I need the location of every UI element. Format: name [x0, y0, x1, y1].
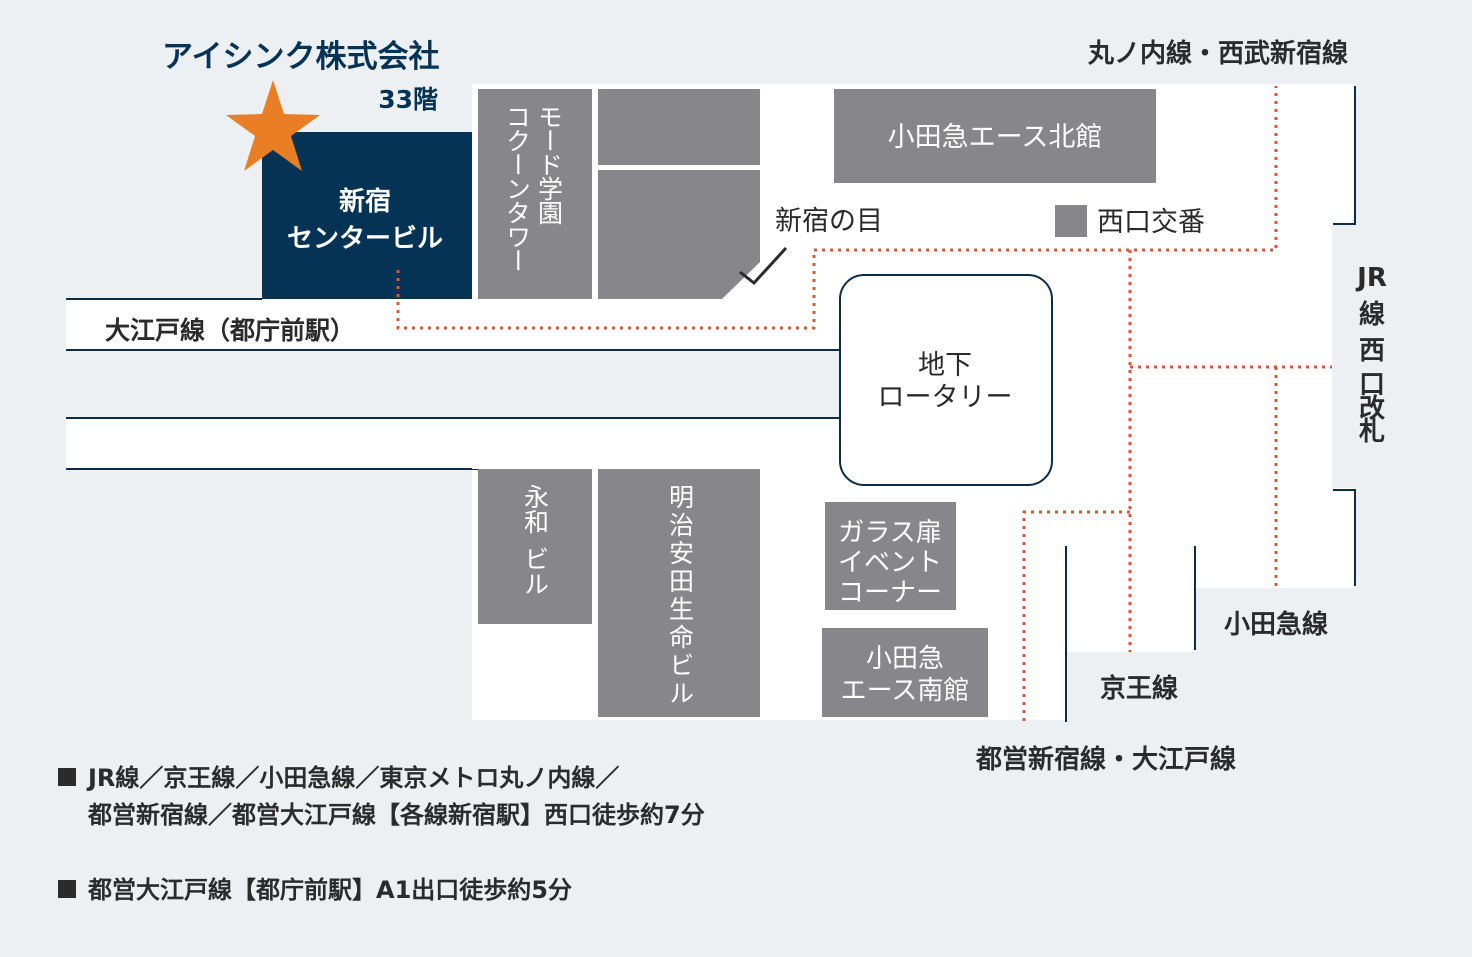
- odakyu-ace-south-building: [822, 628, 988, 717]
- koban-building: [1055, 205, 1087, 237]
- odakyu-ace-north-building: [834, 89, 1156, 183]
- access-notes: JR線／京王線／小田急線／東京メトロ丸ノ内線／ 都営新宿線／都営大江戸線【各線新…: [58, 760, 705, 909]
- access-note-line: 都営新宿線／都営大江戸線【各線新宿駅】西口徒歩約7分: [88, 801, 705, 829]
- glass-door-label-1: ガラス扉: [838, 518, 941, 548]
- rotary-label-1: 地下: [918, 350, 972, 381]
- glass-door-event-corner: [825, 502, 956, 610]
- access-note-shinjuku: JR線／京王線／小田急線／東京メトロ丸ノ内線／ 都営新宿線／都営大江戸線【各線新…: [58, 760, 705, 834]
- mode-gakuen-building: [478, 89, 592, 299]
- jr-label-sen: 線: [1359, 299, 1385, 330]
- jr-label: JR: [1355, 263, 1387, 293]
- underground-rotary: [839, 274, 1053, 486]
- jr-label-kai: 改: [1359, 393, 1385, 424]
- route-from-oedo: [396, 86, 1278, 330]
- rotary-label-2: ロータリー: [878, 382, 1013, 413]
- target-building-line1: 新宿: [339, 186, 391, 217]
- road-upper-connector: [560, 298, 860, 350]
- jr-wall-upper: [1333, 86, 1356, 225]
- oedo-road-lower-east: [472, 419, 842, 469]
- road-edges: [66, 86, 1356, 722]
- access-note-line: 都営大江戸線【都庁前駅】A1出口徒歩約5分: [88, 876, 572, 904]
- oedo-road-upper: [66, 298, 586, 350]
- gap-cover: [66, 351, 840, 417]
- block-north-b: [598, 170, 760, 299]
- buildings: [478, 89, 1156, 717]
- cocoon-tower-label: コクーンタワー: [503, 104, 532, 272]
- bullet-square-icon: [58, 875, 78, 905]
- eiwa-label-1: 永和: [521, 484, 550, 534]
- bullet-square-icon: [58, 763, 78, 793]
- target-building-line2: センタービル: [287, 224, 443, 254]
- odakyu-line-label: 小田急線: [1224, 609, 1328, 640]
- shinjuku-eye-label: 新宿の目: [775, 206, 883, 237]
- odakyu-ace-south-label-2: エース南館: [841, 676, 970, 706]
- glass-door-label-3: コーナー: [838, 578, 942, 608]
- meiji-yasuda-label: 明治安田生命ビル: [666, 484, 695, 708]
- meiji-yasuda-building: [598, 469, 760, 717]
- odakyu-ace-south-label-1: 小田急: [866, 644, 944, 674]
- odakyu-ace-north-label: 小田急エース北館: [888, 122, 1103, 153]
- route-to-toei: [1022, 510, 1130, 722]
- marunouchi-seibu-label: 丸ノ内線・西武新宿線: [1087, 38, 1348, 69]
- mode-gakuen-label: モード学園: [535, 104, 564, 225]
- jr-label-satsu: 札: [1359, 417, 1385, 447]
- star-icon: [226, 80, 320, 171]
- access-note-tochomae: 都営大江戸線【都庁前駅】A1出口徒歩約5分: [58, 872, 705, 909]
- jr-label-guchi: 口: [1359, 370, 1385, 400]
- toei-lines-label: 都営新宿線・大江戸線: [975, 744, 1236, 775]
- walking-route: [396, 86, 1332, 722]
- block-north-a: [598, 89, 760, 165]
- keio-line-label: 京王線: [1100, 673, 1178, 704]
- eiwa-label-2: ビル: [521, 546, 550, 596]
- company-name: アイシンク株式会社: [162, 39, 439, 75]
- oedo-tochomae-label: 大江戸線（都庁前駅）: [105, 316, 355, 345]
- eiwa-building: [478, 469, 592, 624]
- jr-label-nishi: 西: [1359, 336, 1385, 366]
- koban-label: 西口交番: [1097, 207, 1205, 238]
- access-note-line: JR線／京王線／小田急線／東京メトロ丸ノ内線／: [88, 764, 620, 792]
- jr-wall-lower: [1333, 489, 1356, 586]
- glass-door-label-2: イベント: [838, 548, 942, 578]
- checkmark-icon: [739, 246, 788, 286]
- company-floor: 33階: [378, 85, 438, 114]
